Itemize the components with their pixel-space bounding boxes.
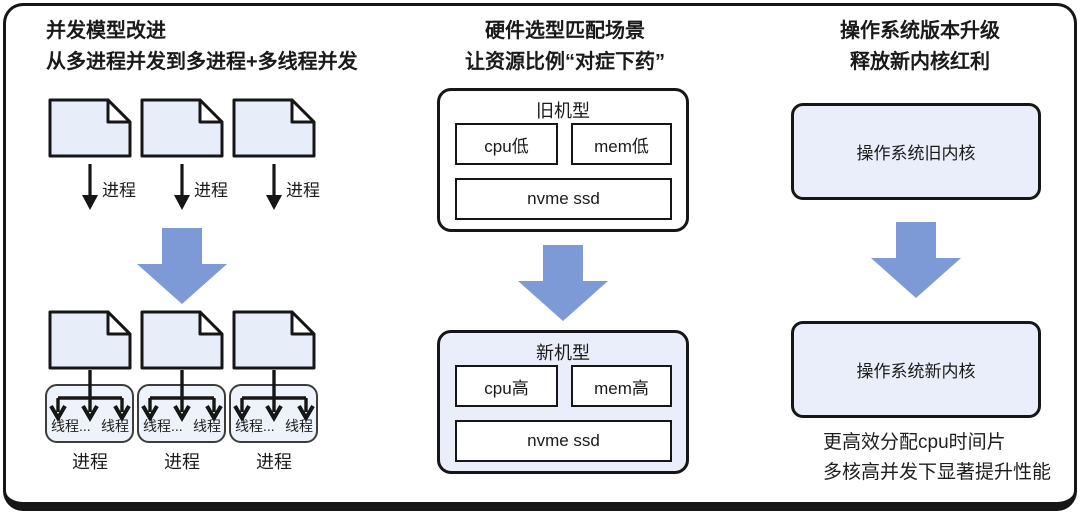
down-arrow-icon bbox=[266, 164, 282, 210]
old-cpu-box: cpu低 bbox=[455, 123, 558, 165]
right-title-line2: 释放新内核红利 bbox=[850, 51, 990, 73]
new-machine-title: 新机型 bbox=[536, 343, 590, 363]
new-mem-box: mem高 bbox=[571, 365, 672, 407]
process-unit-bottom: 线程... 线程 进程 bbox=[44, 310, 136, 472]
process-arrow-label: 进程 bbox=[102, 181, 136, 200]
thread-label-right: 线程 bbox=[101, 418, 129, 434]
left-title-line1: 并发模型改进 bbox=[46, 20, 166, 42]
right-title-line1: 操作系统版本升级 bbox=[840, 20, 1000, 42]
right-caption: 更高效分配cpu时间片 多核高并发下显著提升性能 bbox=[823, 428, 1051, 488]
middle-title-line2: 让资源比例“对症下药” bbox=[465, 51, 665, 73]
document-icon bbox=[232, 310, 316, 370]
thread-fanout-icon bbox=[141, 370, 223, 422]
document-icon bbox=[48, 310, 132, 370]
down-arrow-icon bbox=[82, 164, 98, 210]
thread-label-left: 线程... bbox=[235, 418, 275, 434]
left-title-line2: 从多进程并发到多进程+多线程并发 bbox=[46, 51, 358, 73]
thread-label-left: 线程... bbox=[51, 418, 91, 434]
old-disk-box: nvme ssd bbox=[455, 178, 672, 220]
thread-labels: 线程... 线程 bbox=[45, 416, 135, 436]
process-unit-top: 进程 bbox=[228, 98, 320, 218]
process-unit-top: 进程 bbox=[44, 98, 136, 218]
old-machine-title: 旧机型 bbox=[536, 101, 590, 121]
thread-fanout-icon bbox=[49, 370, 131, 422]
old-machine-card: 旧机型 cpu低 mem低 nvme ssd bbox=[437, 88, 689, 232]
middle-column-title: 硬件选型匹配场景 让资源比例“对症下药” bbox=[425, 16, 705, 78]
document-icon bbox=[140, 310, 224, 370]
thread-fanout-icon bbox=[233, 370, 315, 422]
document-icon bbox=[232, 98, 316, 158]
big-down-arrow-icon bbox=[518, 245, 608, 321]
right-column-title: 操作系统版本升级 释放新内核红利 bbox=[780, 16, 1060, 78]
document-icon bbox=[140, 98, 224, 158]
left-column-title: 并发模型改进 从多进程并发到多进程+多线程并发 bbox=[46, 16, 358, 78]
new-machine-card: 新机型 cpu高 mem高 nvme ssd bbox=[437, 330, 689, 474]
big-down-arrow-icon bbox=[137, 228, 227, 304]
down-arrow-icon bbox=[174, 164, 190, 210]
process-arrow-label: 进程 bbox=[286, 181, 320, 200]
thread-label-left: 线程... bbox=[143, 418, 183, 434]
process-box-label: 进程 bbox=[256, 452, 292, 472]
process-arrow-label: 进程 bbox=[194, 181, 228, 200]
thread-label-right: 线程 bbox=[285, 418, 313, 434]
document-icon bbox=[48, 98, 132, 158]
old-mem-box: mem低 bbox=[571, 123, 672, 165]
new-cpu-box: cpu高 bbox=[455, 365, 558, 407]
process-unit-bottom: 线程... 线程 进程 bbox=[228, 310, 320, 472]
thread-labels: 线程... 线程 bbox=[137, 416, 227, 436]
right-caption-line1: 更高效分配cpu时间片 bbox=[823, 432, 1006, 453]
process-box-label: 进程 bbox=[164, 452, 200, 472]
middle-title-line1: 硬件选型匹配场景 bbox=[485, 20, 645, 42]
old-kernel-box: 操作系统旧内核 bbox=[791, 103, 1041, 200]
thread-labels: 线程... 线程 bbox=[229, 416, 319, 436]
process-unit-top: 进程 bbox=[136, 98, 228, 218]
new-kernel-box: 操作系统新内核 bbox=[791, 321, 1041, 418]
right-caption-line2: 多核高并发下显著提升性能 bbox=[823, 462, 1052, 483]
process-unit-bottom: 线程... 线程 进程 bbox=[136, 310, 228, 472]
big-down-arrow-icon bbox=[871, 222, 961, 298]
new-disk-box: nvme ssd bbox=[455, 420, 672, 462]
process-box-label: 进程 bbox=[72, 452, 108, 472]
thread-label-right: 线程 bbox=[193, 418, 221, 434]
